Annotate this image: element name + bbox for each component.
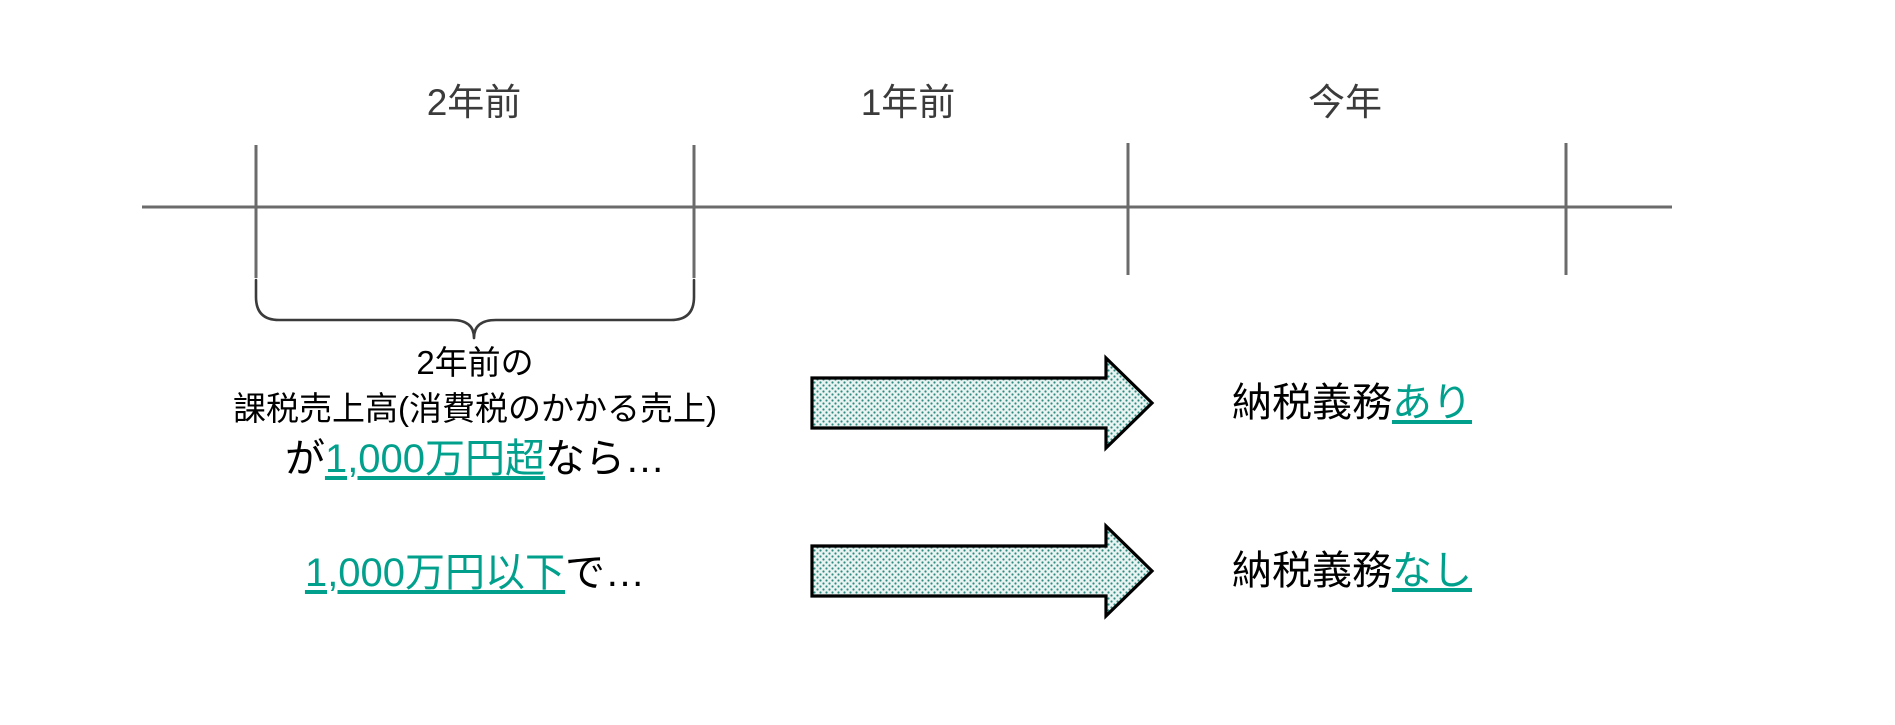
condition-caption: 2年前の 課税売上高(消費税のかかる売上) が1,000万円超なら…: [233, 340, 717, 486]
result-exempt: 納税義務なし: [1232, 551, 1472, 591]
caption-threshold-over-amount: 1,000万円超: [324, 437, 546, 481]
result-taxable-prefix: 納税義務: [1232, 381, 1392, 425]
period-label-this-year: 今年: [1308, 82, 1382, 123]
caption-threshold-under-amount: 1,000万円以下: [304, 551, 566, 595]
caption-threshold-over-prefix: が: [284, 437, 325, 481]
result-exempt-prefix: 納税義務: [1232, 549, 1392, 593]
caption-threshold-under-suffix: で…: [565, 551, 646, 595]
caption-line-taxable-sales: 課税売上高(消費税のかかる売上): [233, 390, 717, 427]
period-label-one-year-ago: 1年前: [860, 82, 956, 123]
result-exempt-value: なし: [1392, 549, 1472, 593]
caption-line-threshold-under: 1,000万円以下で…: [305, 546, 645, 600]
caption-threshold-over-suffix: なら…: [545, 437, 666, 481]
caption-line-threshold-over: が1,000万円超なら…: [233, 432, 717, 486]
result-taxable-value: あり: [1392, 381, 1472, 425]
flow-arrow-exempt-shape: [810, 522, 1155, 620]
period-brace: [254, 278, 696, 340]
period-label-two-years-ago: 2年前: [426, 82, 522, 123]
result-taxable: 納税義務あり: [1232, 383, 1472, 423]
flow-arrow-taxable-shape: [810, 354, 1155, 452]
caption-line-two-years-ago: 2年前の: [416, 344, 534, 381]
